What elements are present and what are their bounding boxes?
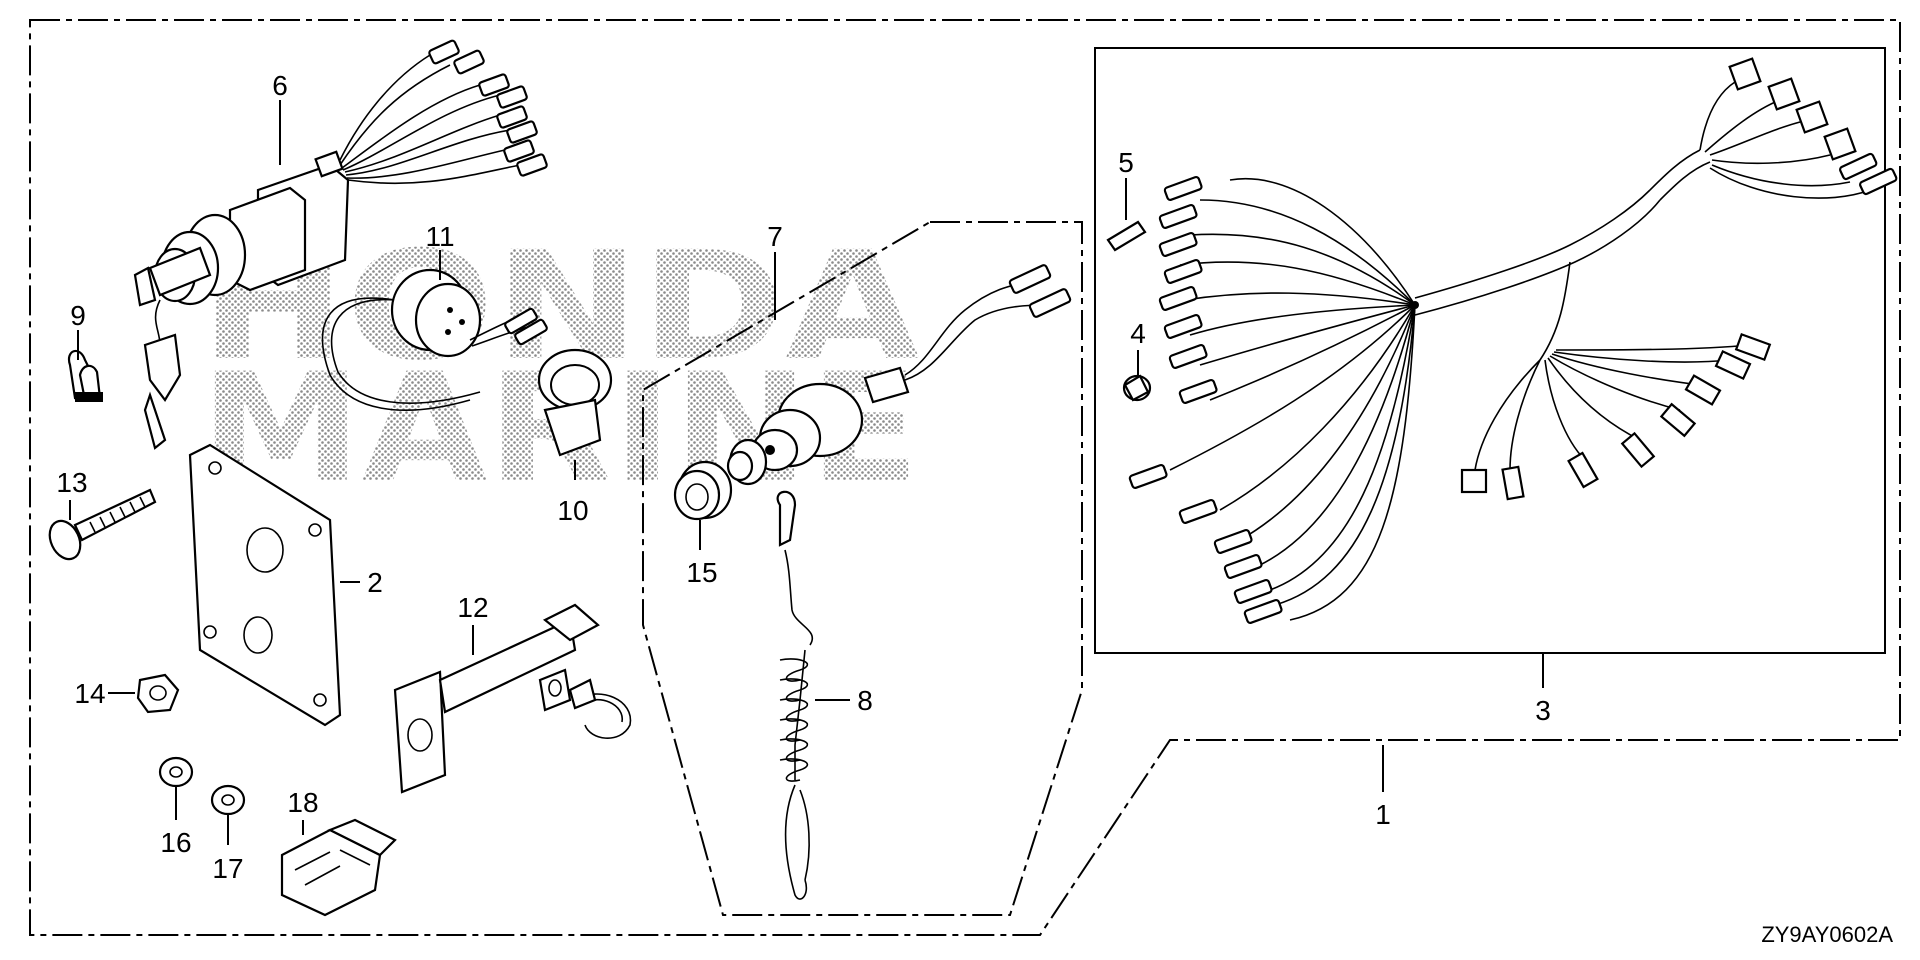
leader-lines	[69, 100, 1544, 845]
callout-13: 13	[56, 467, 87, 498]
switch-assembly-boundary	[642, 221, 1083, 916]
callout-15: 15	[686, 557, 717, 588]
callout-12: 12	[457, 592, 488, 623]
callout-7: 7	[767, 221, 783, 252]
callout-14: 14	[74, 678, 105, 709]
callout-18: 18	[287, 787, 318, 818]
mounting-plate	[188, 443, 342, 727]
cap	[1122, 374, 1152, 402]
wire-harness-box	[1094, 47, 1886, 654]
callout-3: 3	[1535, 695, 1551, 726]
bracket	[393, 603, 632, 794]
callout-5: 5	[1118, 147, 1134, 178]
ignition-switch	[133, 39, 548, 450]
screw	[48, 488, 157, 561]
wire-harness	[1128, 57, 1898, 624]
washer-17	[210, 784, 246, 816]
lock-nut	[673, 460, 733, 521]
callout-6: 6	[272, 70, 288, 101]
callout-16: 16	[160, 827, 191, 858]
fuse	[1106, 220, 1147, 252]
callout-9: 9	[70, 300, 86, 331]
nut	[136, 673, 180, 714]
connector	[280, 818, 397, 917]
emergency-stop-switch	[726, 264, 1072, 486]
washer-16	[158, 756, 194, 788]
outer-boundary	[29, 19, 1901, 936]
diagram-code: ZY9AY0602A	[1761, 922, 1893, 947]
clamp	[537, 348, 613, 457]
callout-17: 17	[212, 853, 243, 884]
callout-8: 8	[857, 685, 873, 716]
clip	[67, 349, 103, 402]
callout-1: 1	[1375, 799, 1391, 830]
callout-4: 4	[1130, 318, 1146, 349]
callout-numbers: 6 9 11 10 13 2 14 16 17 18 12 7 15 8 5 4…	[56, 70, 1550, 884]
callout-10: 10	[557, 495, 588, 526]
callout-11: 11	[425, 221, 454, 252]
lanyard	[776, 490, 814, 900]
buzzer	[321, 268, 548, 411]
callout-2: 2	[367, 567, 383, 598]
